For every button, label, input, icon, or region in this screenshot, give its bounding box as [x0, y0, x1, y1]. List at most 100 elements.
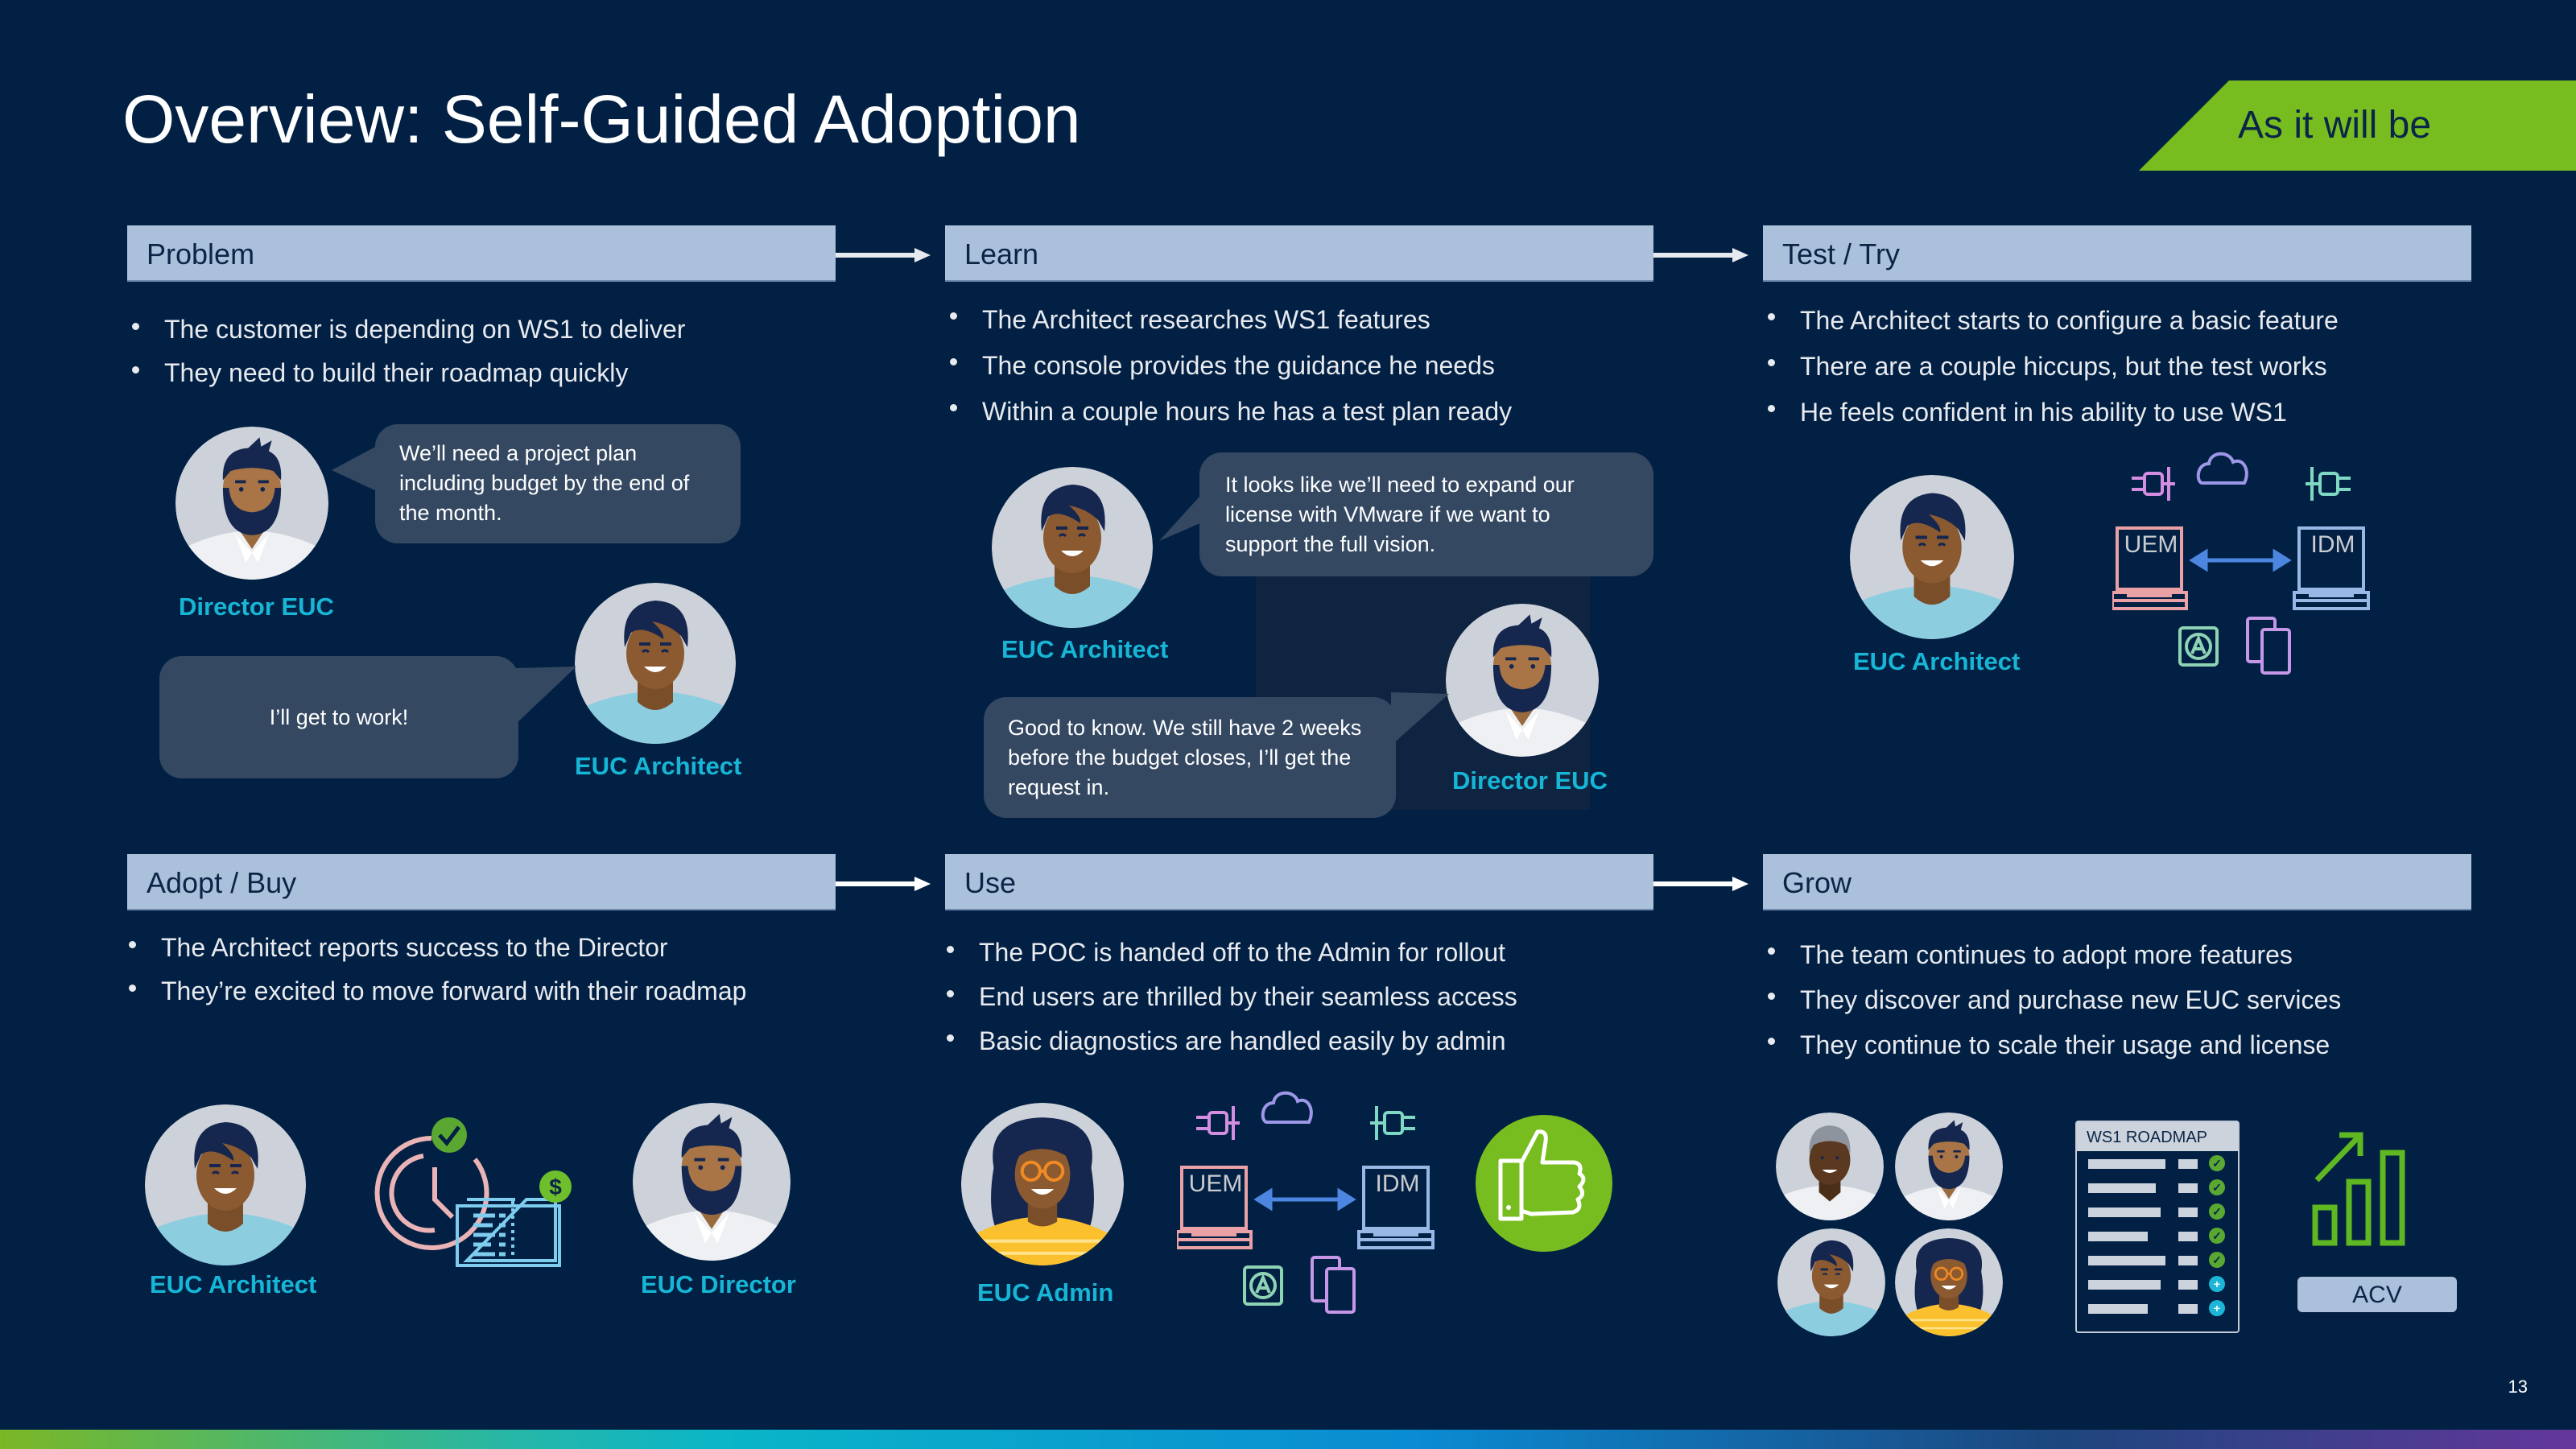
roadmap-bar — [2088, 1159, 2165, 1169]
speech-bubble: I’ll get to work! — [159, 656, 518, 778]
bullet-item: The Architect starts to configure a basi… — [1763, 298, 2339, 344]
roadmap-tag — [2178, 1183, 2198, 1193]
check-icon: ✓ — [2209, 1155, 2225, 1171]
bullet-item: The team continues to adopt more feature… — [1763, 932, 2341, 977]
role-label: EUC Architect — [1001, 635, 1169, 663]
roadmap-bar — [2088, 1280, 2161, 1290]
footer-gradient-bar — [0, 1430, 2576, 1449]
check-icon: ✓ — [2209, 1228, 2225, 1244]
role-label: EUC Architect — [1853, 647, 2021, 675]
roadmap-bar — [2088, 1183, 2156, 1193]
roadmap-item-done: ✓ — [2077, 1224, 2238, 1248]
avatar-euc-admin — [961, 1103, 1124, 1265]
role-label: EUC Architect — [575, 752, 742, 780]
diagram-left-label: UEM — [1188, 1170, 1243, 1197]
check-icon: ✓ — [2209, 1252, 2225, 1268]
laptop-sync-icon — [2112, 451, 2370, 684]
stage-header-grow: Grow — [1763, 854, 2471, 910]
stage-header-use: Use — [945, 854, 1653, 910]
bullet-item: There are a couple hiccups, but the test… — [1763, 344, 2339, 390]
avatar-euc-architect — [992, 467, 1153, 628]
avatar-euc-architect — [1850, 475, 2014, 639]
speech-bubble: It looks like we’ll need to expand our l… — [1199, 452, 1653, 576]
status-badge: As it will be — [2139, 80, 2576, 171]
bullet-item: End users are thrilled by their seamless… — [942, 975, 1517, 1019]
roadmap-item-done: ✓ — [2077, 1199, 2238, 1224]
role-label: EUC Director — [641, 1270, 796, 1298]
roadmap-bar — [2088, 1256, 2165, 1265]
bullet-item: They’re excited to move forward with the… — [124, 969, 746, 1013]
check-icon: ✓ — [2209, 1203, 2225, 1220]
laptop-sync-icon — [1177, 1090, 1435, 1323]
roadmap-tag — [2178, 1232, 2198, 1241]
diagram-right-label: IDM — [1375, 1170, 1420, 1197]
thumbs-up-icon — [1476, 1115, 1612, 1252]
arrow-problem-to-learn — [836, 248, 931, 262]
stage-header-learn: Learn — [945, 225, 1653, 282]
speech-tail — [515, 667, 576, 724]
badge-shape — [2139, 80, 2576, 171]
grow-bullets: The team continues to adopt more feature… — [1763, 932, 2341, 1067]
bullet-item: Basic diagnostics are handled easily by … — [942, 1019, 1517, 1063]
acv-label: ACV — [2297, 1277, 2457, 1312]
speech-tail — [1391, 692, 1449, 745]
roadmap-title: WS1 ROADMAP — [2077, 1122, 2238, 1151]
bullet-item: The Architect reports success to the Dir… — [124, 926, 746, 969]
bullet-item: The console provides the guidance he nee… — [945, 343, 1512, 389]
avatar-director-euc — [1446, 604, 1599, 757]
avatar-euc-director — [633, 1103, 791, 1261]
roadmap-tag — [2178, 1280, 2198, 1290]
uem-idm-diagram: UEM IDM — [2112, 451, 2370, 684]
roadmap-item-done: ✓ — [2077, 1248, 2238, 1272]
bullet-item: Within a couple hours he has a test plan… — [945, 389, 1512, 435]
avatar-team-member — [1895, 1228, 2003, 1336]
avatar-euc-architect — [575, 583, 736, 744]
badge-label: As it will be — [2238, 104, 2432, 147]
avatar-team-member — [1895, 1113, 2003, 1220]
roadmap-bar — [2088, 1208, 2161, 1217]
roadmap-item-done: ✓ — [2077, 1151, 2238, 1175]
growth-chart-icon — [2312, 1132, 2405, 1246]
stage-header-adopt-buy: Adopt / Buy — [127, 854, 836, 910]
arrow-adopt-to-use — [836, 877, 931, 891]
roadmap-tag — [2178, 1159, 2198, 1169]
problem-bullets: The customer is depending on WS1 to deli… — [127, 308, 685, 394]
use-bullets: The POC is handed off to the Admin for r… — [942, 931, 1517, 1063]
slide-title: Overview: Self-Guided Adoption — [122, 81, 1081, 157]
arrow-use-to-grow — [1653, 877, 1748, 891]
stage-header-test-try: Test / Try — [1763, 225, 2471, 282]
avatar-director-euc — [175, 427, 328, 580]
speech-bubble: Good to know. We still have 2 weeks befo… — [984, 697, 1396, 818]
bullet-item: The customer is depending on WS1 to deli… — [127, 308, 685, 351]
role-label: EUC Admin — [977, 1278, 1114, 1307]
role-label: Director EUC — [179, 592, 334, 621]
roadmap-rows: ✓✓✓✓✓++ — [2077, 1151, 2238, 1320]
svg-text:$: $ — [549, 1174, 562, 1199]
avatar-euc-architect — [145, 1104, 306, 1265]
learn-bullets: The Architect researches WS1 features Th… — [945, 297, 1512, 435]
check-icon: ✓ — [2209, 1179, 2225, 1195]
avatar-team-member — [1777, 1228, 1885, 1336]
speech-bubble: We’ll need a project plan including budg… — [375, 424, 741, 543]
bullet-item: They continue to scale their usage and l… — [1763, 1022, 2341, 1067]
speech-tail — [1159, 488, 1208, 541]
plus-icon: + — [2209, 1300, 2225, 1316]
diagram-right-label: IDM — [2310, 531, 2355, 558]
bullet-item: The Architect researches WS1 features — [945, 297, 1512, 343]
roadmap-card: WS1 ROADMAP ✓✓✓✓✓++ — [2075, 1121, 2240, 1333]
avatar-team-member — [1776, 1113, 1884, 1220]
roadmap-item-done: ✓ — [2077, 1175, 2238, 1199]
bullet-item: He feels confident in his ability to use… — [1763, 390, 2339, 436]
role-label: Director EUC — [1452, 766, 1608, 795]
roadmap-bar — [2088, 1304, 2148, 1314]
arrow-learn-to-test — [1653, 248, 1748, 262]
bullet-item: The POC is handed off to the Admin for r… — [942, 931, 1517, 975]
diagram-left-label: UEM — [2124, 531, 2178, 558]
page-number: 13 — [2508, 1377, 2528, 1397]
test-try-bullets: The Architect starts to configure a basi… — [1763, 298, 2339, 436]
speech-tail — [332, 444, 380, 493]
schedule-budget-icon: $ — [374, 1117, 572, 1267]
adopt-buy-bullets: The Architect reports success to the Dir… — [124, 926, 746, 1013]
roadmap-tag — [2178, 1256, 2198, 1265]
bullet-item: They need to build their roadmap quickly — [127, 351, 685, 394]
